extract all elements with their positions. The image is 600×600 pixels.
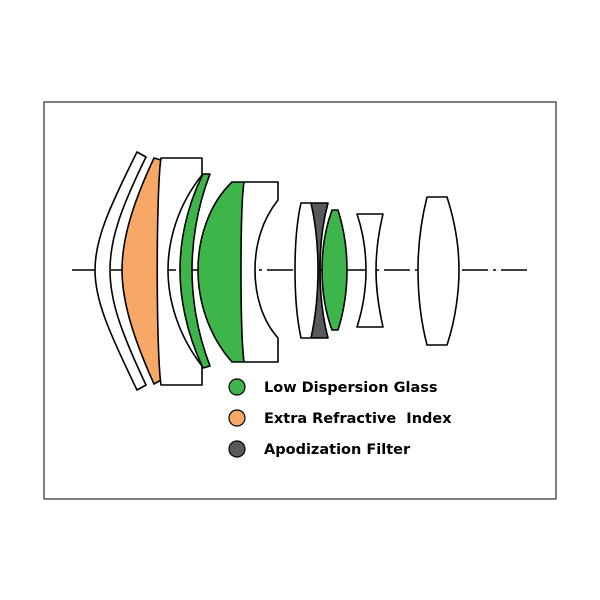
legend-swatch-low-dispersion [228, 378, 246, 396]
lens-element-6 [240, 181, 279, 363]
lens-element-1 [94, 151, 147, 391]
lens-element-10 [356, 213, 384, 328]
legend-swatch-extra-refractive [228, 409, 246, 427]
lens-element-11 [417, 196, 460, 346]
lens-element-8 [310, 202, 329, 339]
lens-element-9 [321, 209, 348, 331]
lens-element-4 [179, 173, 211, 369]
legend-label-apodization: Apodization Filter [264, 442, 411, 458]
lens-elements [94, 151, 460, 391]
lens-element-5 [197, 181, 245, 363]
legend-swatch-apodization [228, 440, 246, 458]
lens-element-2 [121, 157, 162, 385]
legend: Low Dispersion Glass Extra Refractive In… [228, 378, 452, 458]
legend-label-extra-refractive: Extra Refractive Index [264, 411, 452, 427]
lens-element-3 [156, 157, 203, 386]
legend-label-low-dispersion: Low Dispersion Glass [264, 380, 438, 396]
